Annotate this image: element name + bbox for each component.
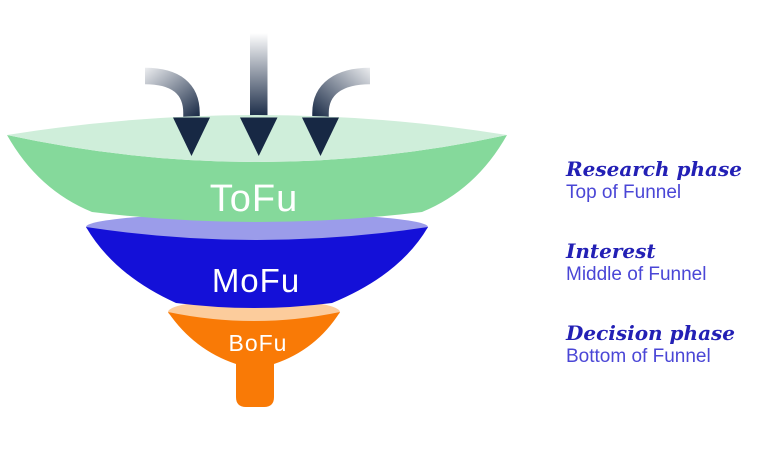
legend-part-middle: Middle of Funnel: [566, 264, 707, 285]
legend-item-middle-of-funnel: Interest Middle of Funnel: [566, 240, 766, 285]
legend-part-top: Top of Funnel: [566, 182, 682, 203]
funnel-stage-bofu-body: [168, 312, 340, 407]
funnel-stage-mofu-body: [86, 227, 428, 308]
legend-phase-decision: Decision phase: [566, 321, 736, 345]
funnel-stage-tofu-body: [7, 135, 507, 222]
mofu-label: MoFu: [212, 262, 300, 299]
legend-part-bottom: Bottom of Funnel: [566, 346, 711, 367]
legend-phase-interest: Interest: [566, 239, 656, 263]
legend-phase-research: Research phase: [566, 157, 742, 181]
tofu-label: ToFu: [210, 178, 298, 220]
inflow-arrowheads-overlay: [173, 117, 339, 156]
legend-item-top-of-funnel: Research phase Top of Funnel: [566, 158, 766, 203]
legend-item-bottom-of-funnel: Decision phase Bottom of Funnel: [566, 322, 766, 367]
funnel-stage-mofu-top: [86, 213, 428, 241]
bofu-label: BoFu: [229, 330, 288, 356]
